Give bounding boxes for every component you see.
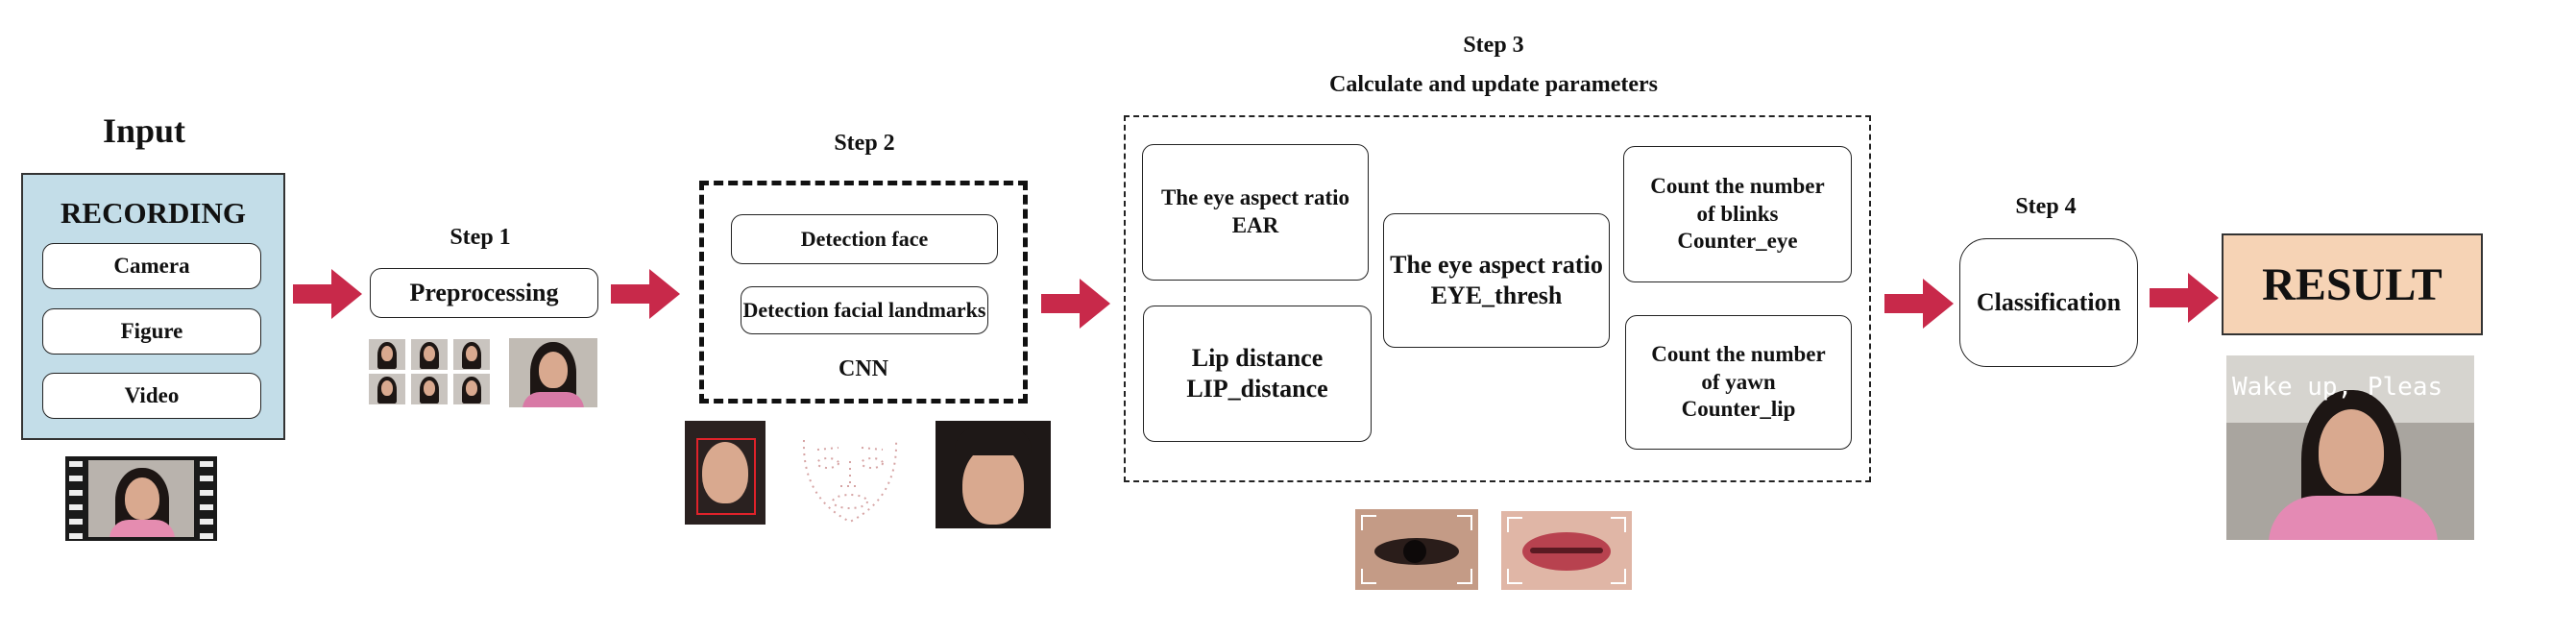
film-strip-icon: [65, 456, 217, 541]
step1-label: Step 1: [450, 225, 511, 250]
face-thumbnail-grid: [369, 339, 492, 406]
recording-title: RECORDING: [61, 196, 246, 230]
yawn-counter-box: Count the number of yawn Counter_lip: [1625, 315, 1852, 450]
lip-crop-icon: [1501, 511, 1632, 590]
step3-panel: The eye aspect ratio EAR Lip distance LI…: [1124, 115, 1871, 482]
yawn-counter-label: Count the number of yawn Counter_lip: [1651, 341, 1826, 422]
eye-crop-icon: [1355, 509, 1478, 590]
source-video-label: Video: [124, 383, 180, 407]
flow-arrow-1: [293, 269, 362, 319]
ear-label: The eye aspect ratio EAR: [1160, 185, 1350, 237]
result-box: RESULT: [2222, 233, 2483, 335]
result-photo: Wake up, Pleas: [2226, 355, 2474, 540]
source-figure-box: Figure: [42, 308, 261, 355]
detection-face-label: Detection face: [800, 227, 929, 251]
step2-label: Step 2: [834, 131, 895, 156]
source-video-box: Video: [42, 373, 261, 419]
face-landmark-mesh-icon: [802, 439, 898, 524]
flow-arrow-2: [611, 269, 680, 319]
classification-box: Classification: [1959, 238, 2138, 367]
step4-label: Step 4: [2015, 194, 2077, 219]
warning-overlay-text: Wake up, Pleas: [2232, 373, 2443, 402]
blinks-counter-label: Count the number of blinks Counter_eye: [1650, 173, 1825, 254]
source-camera-box: Camera: [42, 243, 261, 289]
source-camera-label: Camera: [113, 254, 190, 278]
preprocessing-box: Preprocessing: [370, 268, 598, 318]
detection-landmarks-label: Detection facial landmarks: [742, 298, 986, 322]
lip-distance-label: Lip distance LIP_distance: [1186, 343, 1328, 404]
flow-arrow-5: [2150, 273, 2219, 323]
classification-label: Classification: [1976, 288, 2122, 316]
ear-box: The eye aspect ratio EAR: [1142, 144, 1369, 281]
step3-subtitle: Calculate and update parameters: [1329, 72, 1658, 97]
lip-distance-box: Lip distance LIP_distance: [1143, 306, 1372, 442]
flow-arrow-4: [1884, 279, 1954, 329]
eye-thresh-box: The eye aspect ratio EYE_thresh: [1383, 213, 1610, 348]
detection-face-box: Detection face: [731, 214, 998, 264]
face-photo-icon: [509, 338, 597, 407]
detection-landmarks-box: Detection facial landmarks: [741, 286, 988, 334]
blinks-counter-box: Count the number of blinks Counter_eye: [1623, 146, 1852, 282]
eye-thresh-label: The eye aspect ratio EYE_thresh: [1390, 250, 1603, 310]
detected-face-photo: [685, 421, 766, 525]
preprocessing-label: Preprocessing: [409, 279, 559, 306]
recording-panel: RECORDING Camera Figure Video: [21, 173, 285, 440]
result-label: RESULT: [2262, 258, 2442, 310]
source-figure-label: Figure: [120, 319, 183, 343]
step2-panel: Detection face Detection facial landmark…: [699, 181, 1028, 404]
step3-label: Step 3: [1463, 33, 1524, 58]
face-crop-photo: [936, 421, 1051, 528]
flow-arrow-3: [1041, 279, 1110, 329]
cnn-label: CNN: [838, 356, 888, 381]
input-title: Input: [102, 111, 186, 150]
